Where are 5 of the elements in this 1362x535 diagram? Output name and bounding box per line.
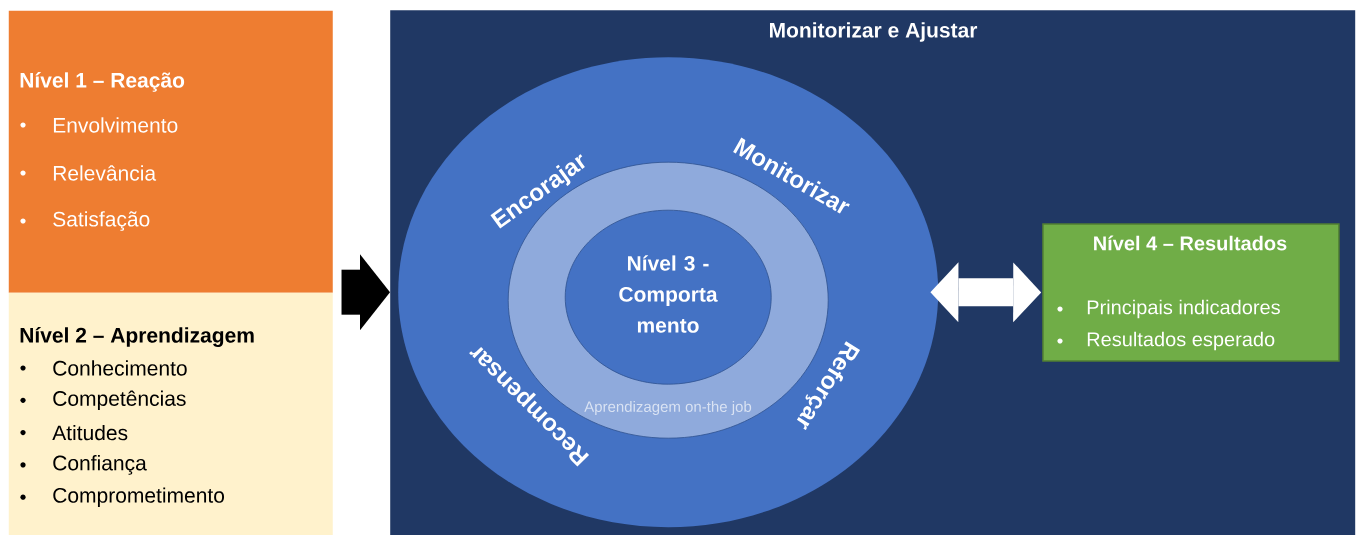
arrow	[930, 262, 1042, 323]
level-box: Nível 1 – Reação Envolvimento Relevância Satisfação	[8, 10, 333, 293]
arrow	[341, 254, 390, 331]
level-box: Nível 4 – Resultados Principais indicadores Resultados esperado	[1042, 223, 1340, 362]
level-box: Nível 2 – Aprendizagem Conhecimento Competências Atitudes Confiança Comprometimento	[8, 292, 333, 535]
